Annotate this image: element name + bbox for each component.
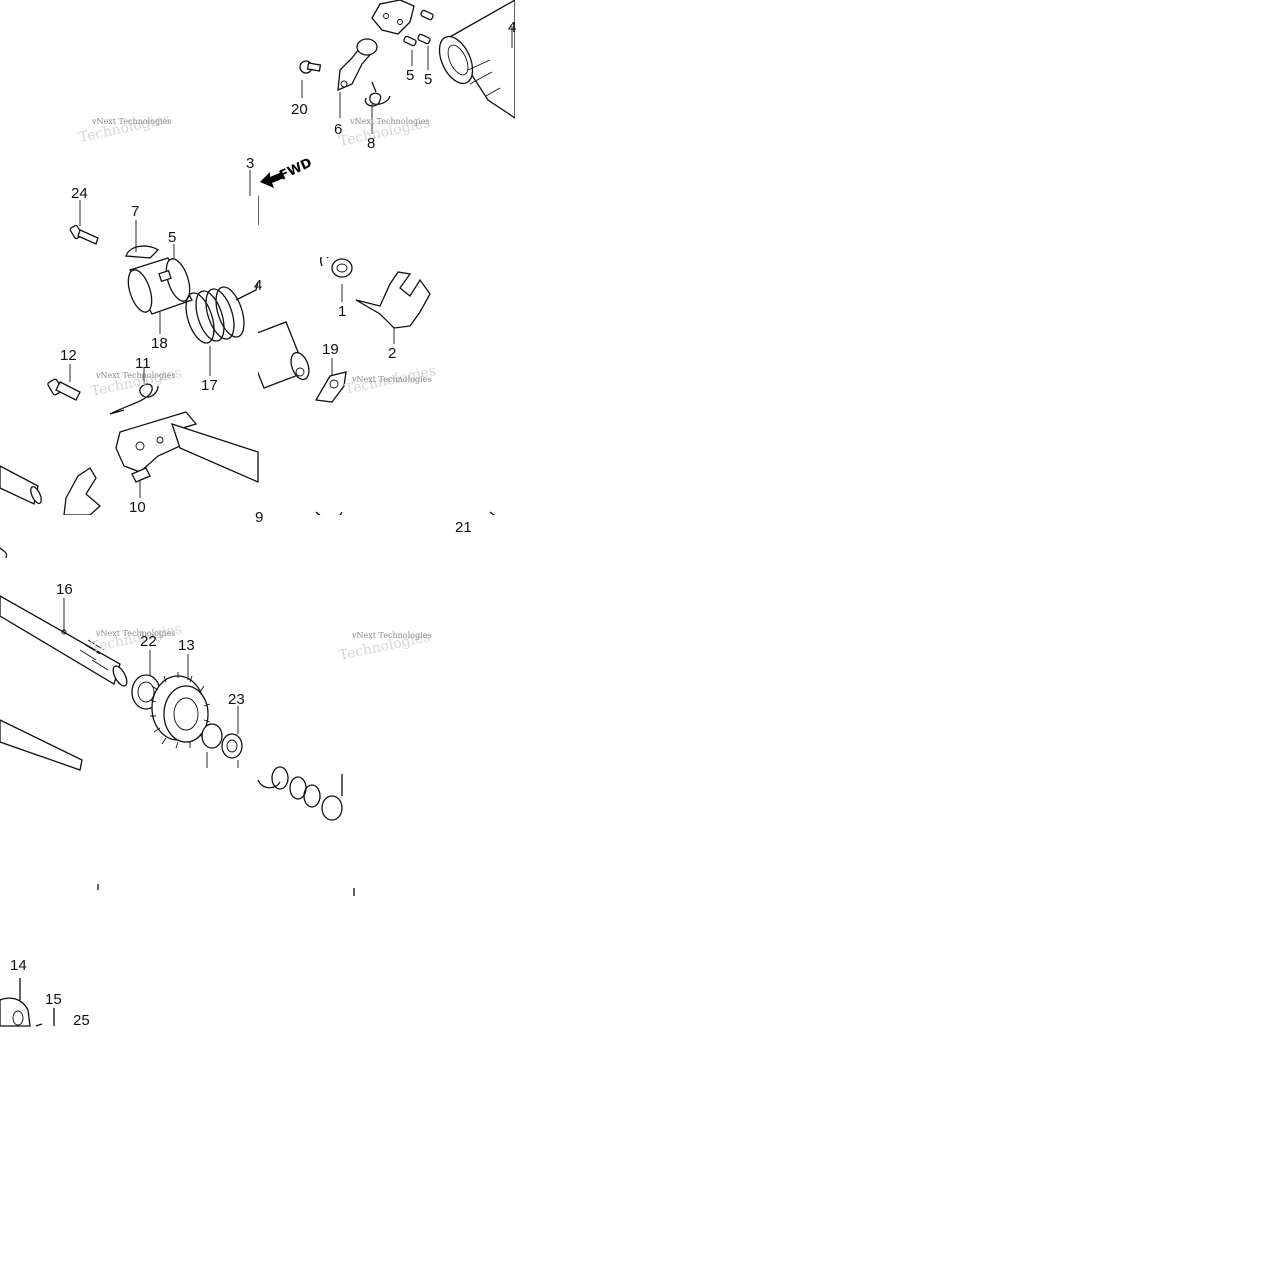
leader-lines (63, 26, 513, 734)
watermarks: Technologies vNext Technologies Technolo… (78, 111, 438, 664)
callout-20: 20 (291, 101, 308, 118)
watermark-3: vNext Technologies (95, 371, 175, 380)
callout-11: 11 (135, 355, 151, 372)
svg-text:Technologies: Technologies (90, 621, 184, 656)
callout-16: 16 (56, 581, 73, 598)
callout-7: 7 (131, 203, 139, 220)
callout-4-mid: 4 (254, 277, 262, 294)
mid-right-parts (258, 257, 495, 515)
watermark-2: vNext Technologies (349, 117, 429, 126)
callout-5b: 5 (424, 71, 432, 88)
callout-22: 22 (140, 633, 157, 650)
callout-numbers: 20 6 8 5 5 4 3 24 7 5 4 1 2 18 17 19 12 … (10, 19, 516, 1029)
watermark-6: vNext Technologies (351, 631, 431, 640)
callout-9: 9 (255, 509, 263, 526)
top-right-parts: FWD (258, 0, 515, 226)
callout-18: 18 (151, 335, 168, 352)
callout-13: 13 (178, 637, 195, 654)
watermark-4: vNext Technologies (351, 375, 431, 384)
callout-2: 2 (388, 345, 396, 362)
callout-1: 1 (338, 303, 346, 320)
callout-21: 21 (455, 519, 472, 536)
callout-8: 8 (367, 135, 375, 152)
callout-23: 23 (228, 691, 245, 708)
top-left-parts (0, 224, 259, 515)
callout-17: 17 (201, 377, 218, 394)
callout-25: 25 (73, 1012, 90, 1029)
gear-13 (149, 672, 211, 749)
callout-4-top: 4 (508, 19, 516, 36)
fwd-label: FWD (277, 156, 314, 184)
bottom-left-fragments (0, 547, 355, 1027)
watermark-1: vNext Technologies (91, 117, 171, 126)
callout-14: 14 (10, 957, 27, 974)
callout-24: 24 (71, 185, 88, 202)
callout-15: 15 (45, 991, 62, 1008)
callout-12: 12 (60, 347, 77, 364)
callout-3: 3 (246, 155, 254, 172)
callout-10: 10 (129, 499, 146, 516)
callout-5c: 5 (168, 229, 176, 246)
callout-6: 6 (334, 121, 342, 138)
callout-19: 19 (322, 341, 339, 358)
watermark-5: vNext Technologies (95, 629, 175, 638)
callout-5a: 5 (406, 67, 414, 84)
bottom-parts (0, 595, 343, 821)
